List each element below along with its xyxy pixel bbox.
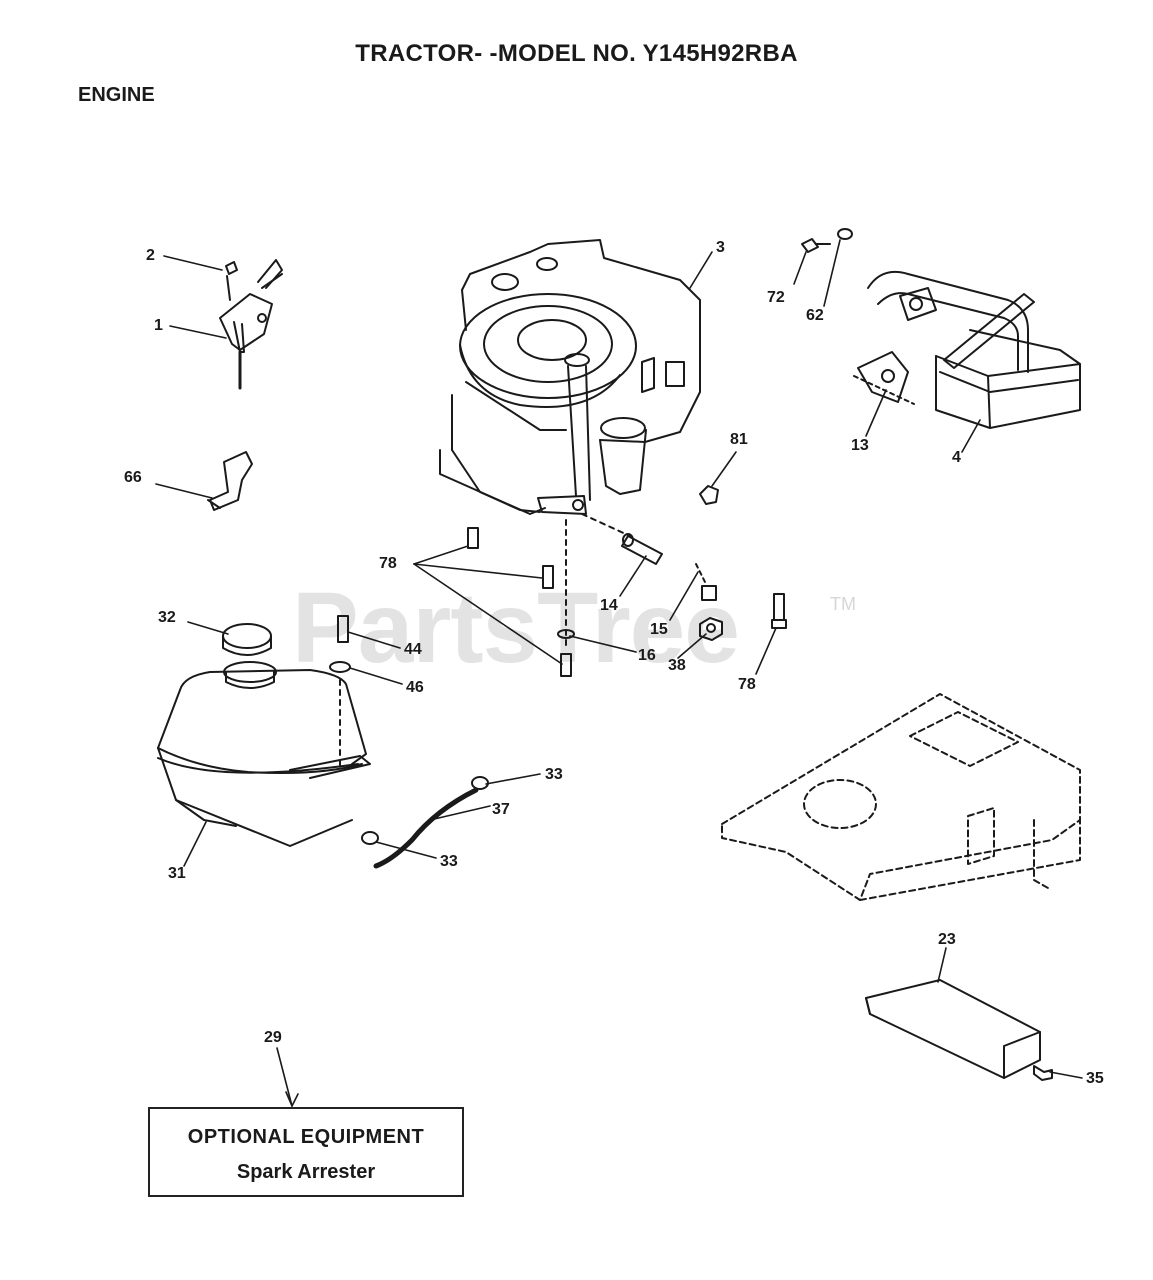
page-title: TRACTOR- -MODEL NO. Y145H92RBA: [355, 40, 798, 67]
callout-78-bolt: 78: [738, 676, 756, 693]
frame-part: [721, 693, 1081, 901]
fastener-parts: [467, 485, 787, 677]
callout-66: 66: [124, 469, 142, 486]
callout-46: 46: [406, 679, 424, 696]
callout-13: 13: [851, 437, 869, 454]
callout-31: 31: [168, 865, 186, 882]
leader-lines: [155, 239, 1083, 1107]
callout-33-bottom: 33: [440, 853, 458, 870]
callout-16: 16: [638, 647, 656, 664]
throttle-control-part: [219, 259, 283, 390]
optional-equipment-item: Spark Arrester: [236, 1161, 376, 1183]
heat-shield-part: [865, 979, 1053, 1081]
optional-equipment-heading: OPTIONAL EQUIPMENT: [187, 1126, 425, 1148]
callout-14: 14: [600, 597, 618, 614]
callout-44: 44: [404, 641, 422, 658]
fuel-tank-part: [157, 615, 371, 847]
fuel-hose-part: [361, 776, 489, 869]
callout-4: 4: [952, 449, 961, 466]
callout-81: 81: [730, 431, 748, 448]
callout-33-top: 33: [545, 766, 563, 783]
engine-part: [439, 239, 701, 515]
callout-23: 23: [938, 931, 956, 948]
callout-37: 37: [492, 801, 510, 818]
section-heading: ENGINE: [78, 84, 155, 106]
optional-equipment-box: OPTIONAL EQUIPMENT Spark Arrester: [148, 1107, 464, 1197]
watermark-trademark: TM: [830, 594, 856, 614]
callout-2: 2: [146, 247, 155, 264]
callout-38: 38: [668, 657, 686, 674]
callout-35: 35: [1086, 1070, 1104, 1087]
callout-32: 32: [158, 609, 176, 626]
callout-62: 62: [806, 307, 824, 324]
watermark: PartsTree: [292, 572, 740, 684]
muffler-part: [801, 228, 1081, 429]
clip-part: [207, 451, 253, 511]
callout-78-group: 78: [379, 555, 397, 572]
callout-72: 72: [767, 289, 785, 306]
callout-1: 1: [154, 317, 163, 334]
callout-3: 3: [716, 239, 725, 256]
callout-29: 29: [264, 1029, 282, 1046]
callout-15: 15: [650, 621, 668, 638]
